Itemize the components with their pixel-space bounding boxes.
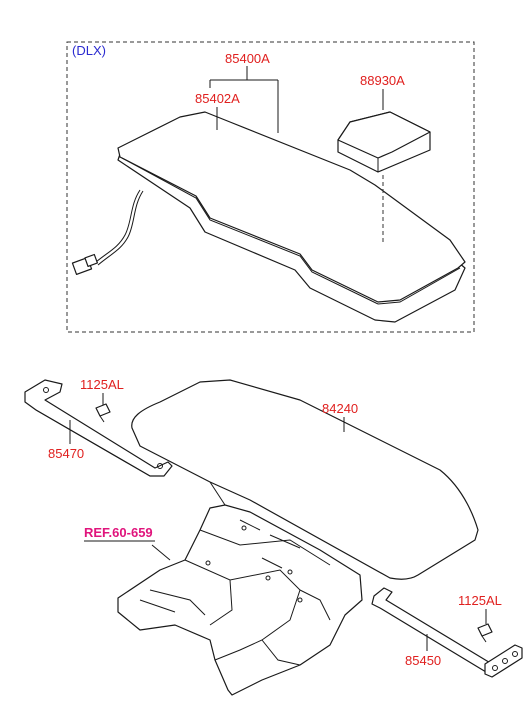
- label-85470: 85470: [48, 446, 84, 461]
- label-85400A: 85400A: [225, 51, 270, 66]
- bracket-85450: [371, 587, 523, 678]
- floor-panel-ref-60-659: [117, 504, 363, 696]
- label-1125AL-right: 1125AL: [458, 593, 502, 608]
- label-84240: 84240: [322, 401, 358, 416]
- bolt-1125AL-right: [477, 623, 493, 643]
- label-88930A: 88930A: [360, 73, 405, 88]
- label-1125AL-left: 1125AL: [80, 377, 124, 392]
- tray-cable-with-connector: [71, 189, 144, 275]
- bracket-85470: [24, 379, 173, 477]
- bolt-1125AL-left: [95, 403, 111, 423]
- leader-85400A: [209, 66, 279, 133]
- dlx-group-box: [66, 41, 475, 333]
- leader-ref-60-659: [151, 544, 171, 561]
- foam-block-88930A: [337, 111, 431, 173]
- cover-board-84240: [131, 379, 479, 580]
- dlx-group-label: (DLX): [72, 43, 106, 58]
- label-85402A: 85402A: [195, 91, 240, 106]
- label-85450: 85450: [405, 653, 441, 668]
- luggage-tray-85402A: [117, 111, 466, 323]
- label-ref-60-659: REF.60-659: [84, 525, 153, 540]
